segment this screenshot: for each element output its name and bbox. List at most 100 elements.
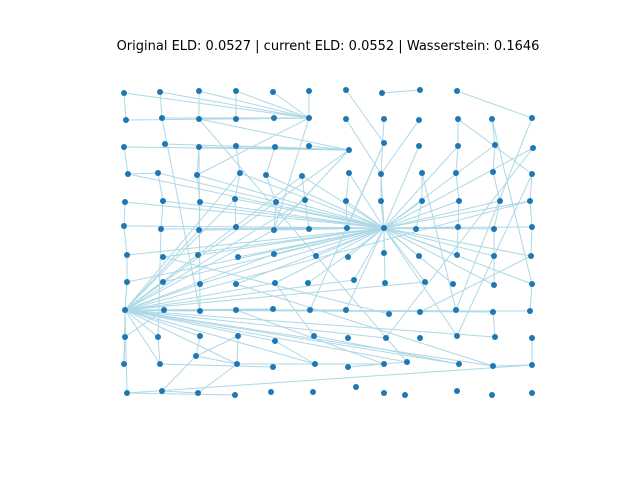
graph-node	[310, 389, 316, 395]
graph-node	[345, 254, 351, 260]
graph-edge	[124, 309, 408, 363]
graph-node	[383, 335, 389, 341]
graph-node	[490, 169, 496, 175]
graph-node	[455, 116, 461, 122]
graph-node	[233, 307, 239, 313]
graph-edge	[234, 172, 241, 200]
graph-node	[343, 198, 349, 204]
graph-edge	[234, 198, 237, 228]
graph-edge	[385, 147, 534, 339]
graph-node	[155, 170, 161, 176]
graph-edge	[124, 279, 355, 311]
graph-node	[272, 338, 278, 344]
graph-node	[233, 224, 239, 230]
graph-node	[235, 333, 241, 339]
graph-node	[233, 281, 239, 287]
graph-node	[343, 307, 349, 313]
graph-edge	[492, 144, 496, 173]
graph-node	[270, 89, 276, 95]
graph-edge	[198, 201, 201, 231]
graph-edge	[199, 227, 385, 285]
graph-edge	[383, 227, 495, 286]
graph-edge	[196, 174, 385, 229]
graph-edge	[313, 335, 460, 365]
graph-node	[122, 199, 128, 205]
graph-node	[529, 171, 535, 177]
graph-edge	[304, 199, 310, 230]
graph-edge	[456, 90, 533, 119]
graph-edge	[235, 309, 385, 365]
graph-edge	[235, 145, 241, 174]
graph-node	[489, 392, 495, 398]
graph-edge	[415, 200, 423, 230]
graph-node	[121, 361, 127, 367]
graph-edge	[124, 200, 531, 311]
graph-edge	[273, 149, 350, 231]
graph-node	[306, 226, 312, 232]
graph-edge	[491, 118, 533, 285]
graph-edge	[421, 172, 457, 311]
graph-edge	[124, 309, 316, 365]
graph-edge	[493, 200, 501, 230]
graph-node	[453, 170, 459, 176]
graph-node	[454, 333, 460, 339]
graph-node	[302, 197, 308, 203]
graph-node	[232, 196, 238, 202]
graph-edge	[124, 309, 201, 337]
graph-node	[160, 198, 166, 204]
graph-edge	[124, 309, 161, 365]
node-layer	[121, 87, 536, 398]
graph-edge	[383, 200, 501, 229]
graph-node	[492, 334, 498, 340]
graph-edge	[274, 282, 315, 337]
figure-title: Original ELD: 0.0527 | current ELD: 0.05…	[117, 39, 540, 54]
graph-node	[195, 390, 201, 396]
graph-edge	[345, 172, 350, 202]
graph-node	[124, 279, 130, 285]
graph-node	[306, 143, 312, 149]
graph-node	[419, 198, 425, 204]
graph-edge	[196, 146, 200, 176]
graph-edge	[124, 309, 387, 339]
graph-node	[491, 282, 497, 288]
graph-node	[160, 254, 166, 260]
graph-node	[416, 117, 422, 123]
graph-node	[417, 309, 423, 315]
graph-edge	[529, 283, 533, 312]
graph-node	[455, 224, 461, 230]
graph-edge	[274, 146, 350, 151]
graph-node	[307, 307, 313, 313]
graph-node	[343, 116, 349, 122]
graph-edge	[124, 309, 165, 338]
graph-node	[417, 87, 423, 93]
graph-edge	[161, 355, 197, 392]
graph-node	[233, 88, 239, 94]
graph-node	[123, 117, 129, 123]
graph-edge	[236, 335, 239, 365]
graph-node	[196, 116, 202, 122]
graph-node	[417, 335, 423, 341]
graph-node	[271, 227, 277, 233]
graph-node	[402, 392, 408, 398]
graph-node	[344, 225, 350, 231]
graph-edge	[457, 200, 460, 228]
graph-edge	[383, 200, 460, 229]
graph-edge	[124, 309, 276, 342]
graph-node	[378, 171, 384, 177]
graph-edge	[124, 172, 241, 311]
graph-node	[490, 309, 496, 315]
graph-node	[381, 390, 387, 396]
graph-node	[492, 142, 498, 148]
graph-node	[272, 144, 278, 150]
graph-edge	[383, 147, 534, 229]
graph-node	[529, 115, 535, 121]
graph-node	[381, 250, 387, 256]
graph-node	[125, 171, 131, 177]
graph-edge	[455, 117, 533, 311]
graph-node	[121, 90, 127, 96]
graph-edge	[235, 90, 310, 119]
graph-edge	[383, 144, 496, 229]
graph-node	[124, 390, 130, 396]
graph-edge	[124, 309, 496, 338]
